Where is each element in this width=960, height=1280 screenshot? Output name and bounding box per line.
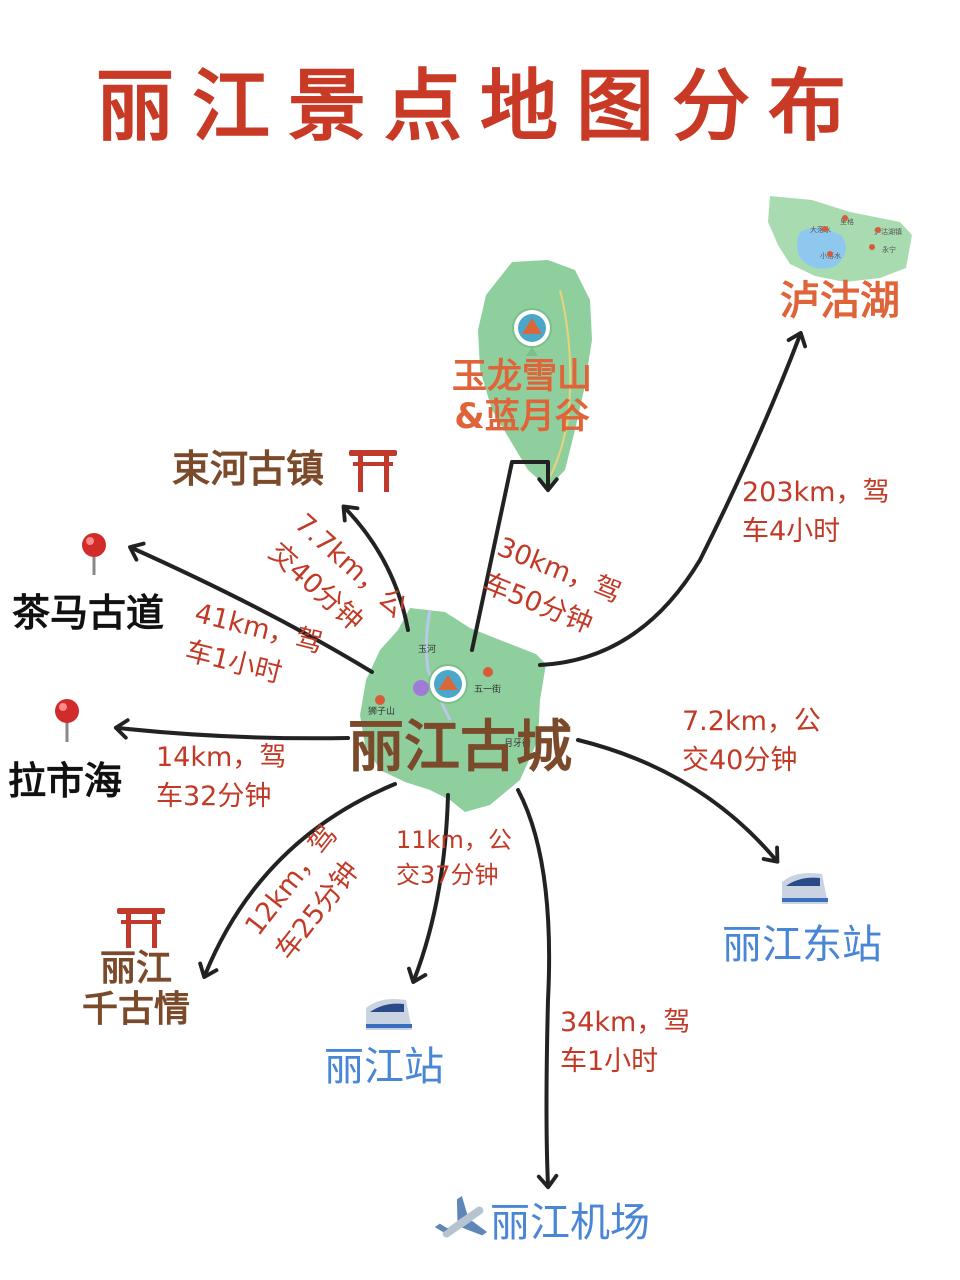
arrow-to-lugu [538, 331, 808, 667]
bullet-train-icon [782, 873, 828, 904]
torii-gate-icon [349, 450, 397, 492]
arrow-to-airport [516, 788, 559, 1190]
lashi-distance-line-2: 车32分钟 [156, 781, 272, 813]
pushpin-icon [55, 699, 79, 742]
lugu-map-label-yongning: 永宁 [882, 245, 896, 254]
yulong-label-line-1: 玉龙雪山 [452, 357, 593, 397]
arrow-to-lashi [113, 718, 350, 741]
airport-label: 丽江机场 [490, 1200, 650, 1246]
arrow-to-yulong [470, 460, 559, 652]
lugu-distance-line-2: 车4小时 [742, 516, 841, 548]
shuhe-label: 束河古镇 [172, 447, 325, 491]
lashi-distance-line-1: 14km，驾 [156, 742, 287, 773]
yulong-mountain-map [478, 260, 592, 488]
qianguqing-label: 丽江 千古情 [82, 948, 190, 1031]
yulong-label: 玉龙雪山 &蓝月谷 [452, 357, 592, 438]
qianguqing-label-line-1: 丽江 [100, 948, 173, 989]
route-arrows [113, 331, 808, 1190]
station-label: 丽江站 [324, 1044, 444, 1090]
station-distance-line-1: 11km，公 [396, 826, 512, 854]
arrow-to-station [407, 793, 450, 984]
east-station-distance-line-2: 交40分钟 [682, 745, 798, 777]
lugu-map-label-daluoshui: 大落水 [810, 225, 831, 234]
old-town-map: 玉河 狮子山 五一街 月牙街 [360, 608, 546, 812]
station-distance: 11km，公 交37分钟 [396, 823, 512, 893]
bullet-train-icon [366, 999, 412, 1030]
map-label-wuyijie: 五一街 [474, 683, 501, 695]
airport-distance: 34km，驾 车1小时 [560, 1003, 690, 1081]
yulong-label-line-2: &蓝月谷 [454, 397, 590, 438]
torii-gate-icon [117, 908, 165, 948]
arrow-to-qianguqing [198, 782, 397, 979]
arrow-to-east-station [576, 738, 780, 864]
map-label-shizishan: 狮子山 [368, 706, 395, 717]
lugu-distance-line-1: 203km，驾 [742, 477, 890, 508]
east-station-distance: 7.2km，公 交40分钟 [682, 702, 821, 780]
lashi-label: 拉市海 [8, 759, 123, 803]
qianguqing-label-line-2: 千古情 [82, 989, 191, 1031]
arrow-to-shuhe [341, 504, 410, 632]
chama-label: 茶马古道 [12, 591, 165, 635]
airport-distance-line-2: 车1小时 [560, 1046, 659, 1078]
east-station-label: 丽江东站 [722, 922, 882, 968]
airport-distance-line-1: 34km，驾 [560, 1007, 691, 1038]
arrow-to-chama [128, 541, 374, 674]
page-title: 丽江景点地图分布 [95, 61, 864, 152]
lugu-lake-map: 里格 大落水 泸沽湖镇 永宁 小落水 [768, 196, 912, 282]
station-distance-line-2: 交37分钟 [396, 860, 499, 889]
map-label-yueyajie: 月牙街 [504, 737, 531, 749]
old-town-label: 丽江古城 [348, 715, 572, 780]
airplane-icon [434, 1195, 488, 1238]
lashi-distance: 14km，驾 车32分钟 [156, 738, 286, 816]
lugu-map-label-lige: 里格 [840, 217, 854, 226]
pushpin-icon [82, 533, 106, 575]
lugu-map-label-town: 泸沽湖镇 [874, 227, 902, 236]
east-station-distance-line-1: 7.2km，公 [682, 706, 821, 737]
lugu-label: 泸沽湖 [780, 278, 900, 324]
lugu-distance: 203km，驾 车4小时 [742, 473, 889, 551]
map-label-yuhe: 玉河 [418, 643, 436, 655]
